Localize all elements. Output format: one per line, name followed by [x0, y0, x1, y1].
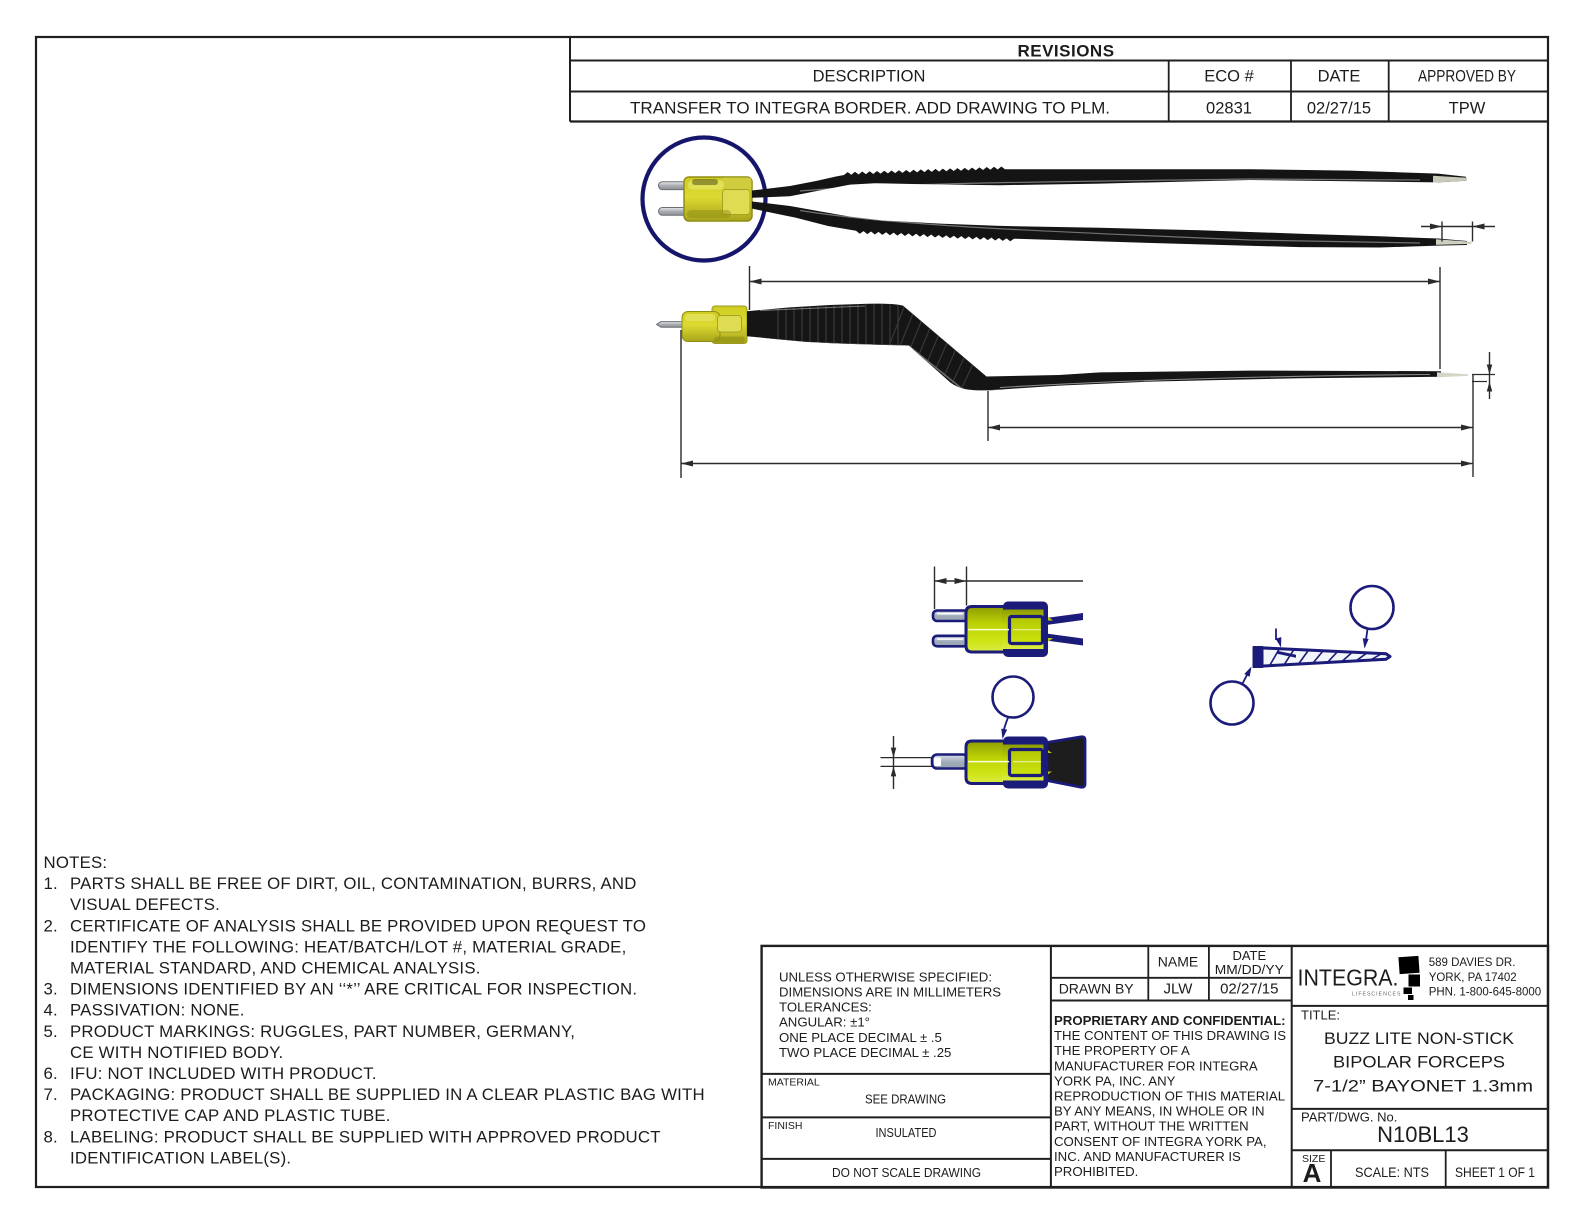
- svg-text:LABELING: PRODUCT SHALL BE SUP: LABELING: PRODUCT SHALL BE SUPPLIED WITH…: [70, 1127, 661, 1146]
- svg-text:BY ANY MEANS, IN WHOLE OR IN: BY ANY MEANS, IN WHOLE OR IN: [1054, 1104, 1265, 1119]
- svg-text:FINISH: FINISH: [768, 1120, 802, 1132]
- svg-text:CONSENT OF INTEGRA YORK PA,: CONSENT OF INTEGRA YORK PA,: [1054, 1134, 1267, 1149]
- svg-text:ANGULAR: ±1°: ANGULAR: ±1°: [779, 1015, 870, 1030]
- svg-text:2.: 2.: [44, 916, 58, 935]
- svg-text:PHN. 1-800-645-8000: PHN. 1-800-645-8000: [1429, 987, 1542, 999]
- svg-text:ECO #: ECO #: [1204, 68, 1254, 86]
- svg-text:N10BL13: N10BL13: [1377, 1122, 1469, 1147]
- svg-text:PROPRIETARY AND CONFIDENTIAL:: PROPRIETARY AND CONFIDENTIAL:: [1054, 1013, 1286, 1028]
- svg-text:02/27/15: 02/27/15: [1220, 981, 1278, 998]
- svg-text:BUZZ LITE NON-STICK: BUZZ LITE NON-STICK: [1324, 1030, 1514, 1048]
- svg-text:CERTIFICATE OF ANALYSIS SHALL: CERTIFICATE OF ANALYSIS SHALL BE PROVIDE…: [70, 916, 646, 935]
- svg-text:PART/DWG. No.: PART/DWG. No.: [1301, 1110, 1397, 1125]
- svg-text:REPRODUCTION OF THIS MATERIAL: REPRODUCTION OF THIS MATERIAL: [1054, 1089, 1285, 1104]
- svg-text:TOLERANCES:: TOLERANCES:: [779, 1000, 872, 1015]
- svg-text:THE PROPERTY OF A: THE PROPERTY OF A: [1054, 1043, 1190, 1058]
- svg-text:MANUFACTURER FOR INTEGRA: MANUFACTURER FOR INTEGRA: [1054, 1058, 1258, 1073]
- svg-text:INC. AND MANUFACTURER IS: INC. AND MANUFACTURER IS: [1054, 1149, 1241, 1164]
- svg-text:TPW: TPW: [1449, 100, 1486, 118]
- svg-text:589 DAVIES DR.: 589 DAVIES DR.: [1429, 957, 1516, 969]
- svg-text:5.: 5.: [44, 1022, 58, 1041]
- svg-text:MM/DD/YY: MM/DD/YY: [1215, 962, 1284, 977]
- svg-text:REVISIONS: REVISIONS: [1017, 42, 1114, 61]
- svg-text:DO NOT SCALE DRAWING: DO NOT SCALE DRAWING: [832, 1165, 981, 1180]
- svg-text:IFU: NOT INCLUDED WITH PRODUCT: IFU: NOT INCLUDED WITH PRODUCT.: [70, 1064, 377, 1083]
- svg-text:02831: 02831: [1206, 100, 1252, 118]
- svg-text:PARTS SHALL BE FREE OF DIRT, O: PARTS SHALL BE FREE OF DIRT, OIL, CONTAM…: [70, 874, 637, 893]
- svg-text:PART, WITHOUT THE WRITTEN: PART, WITHOUT THE WRITTEN: [1054, 1119, 1249, 1134]
- svg-text:DRAWN BY: DRAWN BY: [1059, 981, 1135, 997]
- svg-text:YORK PA, INC. ANY: YORK PA, INC. ANY: [1054, 1073, 1176, 1088]
- svg-text:ONE PLACE DECIMAL ± .5: ONE PLACE DECIMAL ± .5: [779, 1030, 942, 1045]
- svg-text:CE WITH NOTIFIED BODY.: CE WITH NOTIFIED BODY.: [70, 1043, 283, 1062]
- svg-text:DESCRIPTION: DESCRIPTION: [813, 68, 926, 86]
- svg-text:1.: 1.: [44, 874, 58, 893]
- svg-text:MATERIAL: MATERIAL: [768, 1077, 820, 1089]
- svg-text:PROHIBITED.: PROHIBITED.: [1054, 1164, 1138, 1179]
- svg-text:THE CONTENT OF THIS DRAWING IS: THE CONTENT OF THIS DRAWING IS: [1054, 1028, 1286, 1043]
- svg-text:DATE: DATE: [1318, 68, 1361, 86]
- svg-text:IDENTIFY THE FOLLOWING: HEAT/B: IDENTIFY THE FOLLOWING: HEAT/BATCH/LOT #…: [70, 937, 626, 956]
- svg-text:NAME: NAME: [1158, 954, 1198, 970]
- svg-text:YORK, PA 17402: YORK, PA 17402: [1429, 972, 1517, 984]
- svg-text:INTEGRA.: INTEGRA.: [1298, 965, 1399, 991]
- svg-text:NOTES:: NOTES:: [44, 853, 108, 872]
- svg-text:VISUAL DEFECTS.: VISUAL DEFECTS.: [70, 895, 220, 914]
- svg-text:6.: 6.: [44, 1064, 58, 1083]
- svg-text:4.: 4.: [44, 1001, 58, 1020]
- svg-text:3.: 3.: [44, 980, 58, 999]
- svg-text:TWO PLACE DECIMAL ± .25: TWO PLACE DECIMAL ± .25: [779, 1045, 951, 1060]
- svg-text:DIMENSIONS IDENTIFIED BY AN ‘‘: DIMENSIONS IDENTIFIED BY AN ‘‘*’’ ARE CR…: [70, 980, 637, 999]
- svg-text:MATERIAL STANDARD, AND CHEMICA: MATERIAL STANDARD, AND CHEMICAL ANALYSIS…: [70, 959, 481, 978]
- svg-text:BIPOLAR FORCEPS: BIPOLAR FORCEPS: [1333, 1054, 1505, 1072]
- svg-text:SEE DRAWING: SEE DRAWING: [865, 1092, 946, 1107]
- svg-text:02/27/15: 02/27/15: [1307, 100, 1371, 118]
- svg-text:IDENTIFICATION LABEL(S).: IDENTIFICATION LABEL(S).: [70, 1148, 291, 1167]
- svg-text:SIZE: SIZE: [1302, 1153, 1325, 1165]
- svg-text:PASSIVATION: NONE.: PASSIVATION: NONE.: [70, 1001, 245, 1020]
- svg-text:LIFESCIENCES: LIFESCIENCES: [1352, 992, 1401, 998]
- svg-text:TRANSFER TO INTEGRA BORDER. AD: TRANSFER TO INTEGRA BORDER. ADD DRAWING …: [630, 100, 1110, 118]
- svg-text:PROTECTIVE CAP AND PLASTIC TUB: PROTECTIVE CAP AND PLASTIC TUBE.: [70, 1106, 391, 1125]
- svg-text:UNLESS OTHERWISE SPECIFIED:: UNLESS OTHERWISE SPECIFIED:: [779, 969, 992, 984]
- svg-text:SCALE: NTS: SCALE: NTS: [1355, 1164, 1429, 1180]
- svg-text:SHEET 1 OF 1: SHEET 1 OF 1: [1455, 1164, 1535, 1180]
- svg-text:PRODUCT MARKINGS: RUGGLES, PAR: PRODUCT MARKINGS: RUGGLES, PART NUMBER, …: [70, 1022, 575, 1041]
- svg-text:DATE: DATE: [1232, 948, 1266, 963]
- svg-text:INSULATED: INSULATED: [876, 1125, 937, 1140]
- svg-text:7.: 7.: [44, 1085, 58, 1104]
- svg-text:PACKAGING: PRODUCT SHALL BE SU: PACKAGING: PRODUCT SHALL BE SUPPLIED IN …: [70, 1085, 705, 1104]
- svg-text:A: A: [1303, 1158, 1322, 1188]
- svg-text:TITLE:: TITLE:: [1301, 1008, 1340, 1023]
- svg-text:APPROVED BY: APPROVED BY: [1418, 68, 1516, 86]
- svg-text:7-1/2” BAYONET 1.3mm: 7-1/2” BAYONET 1.3mm: [1313, 1076, 1533, 1095]
- svg-text:JLW: JLW: [1164, 981, 1194, 998]
- svg-text:8.: 8.: [44, 1127, 58, 1146]
- svg-text:DIMENSIONS ARE IN MILLIMETERS: DIMENSIONS ARE IN MILLIMETERS: [779, 985, 1001, 1000]
